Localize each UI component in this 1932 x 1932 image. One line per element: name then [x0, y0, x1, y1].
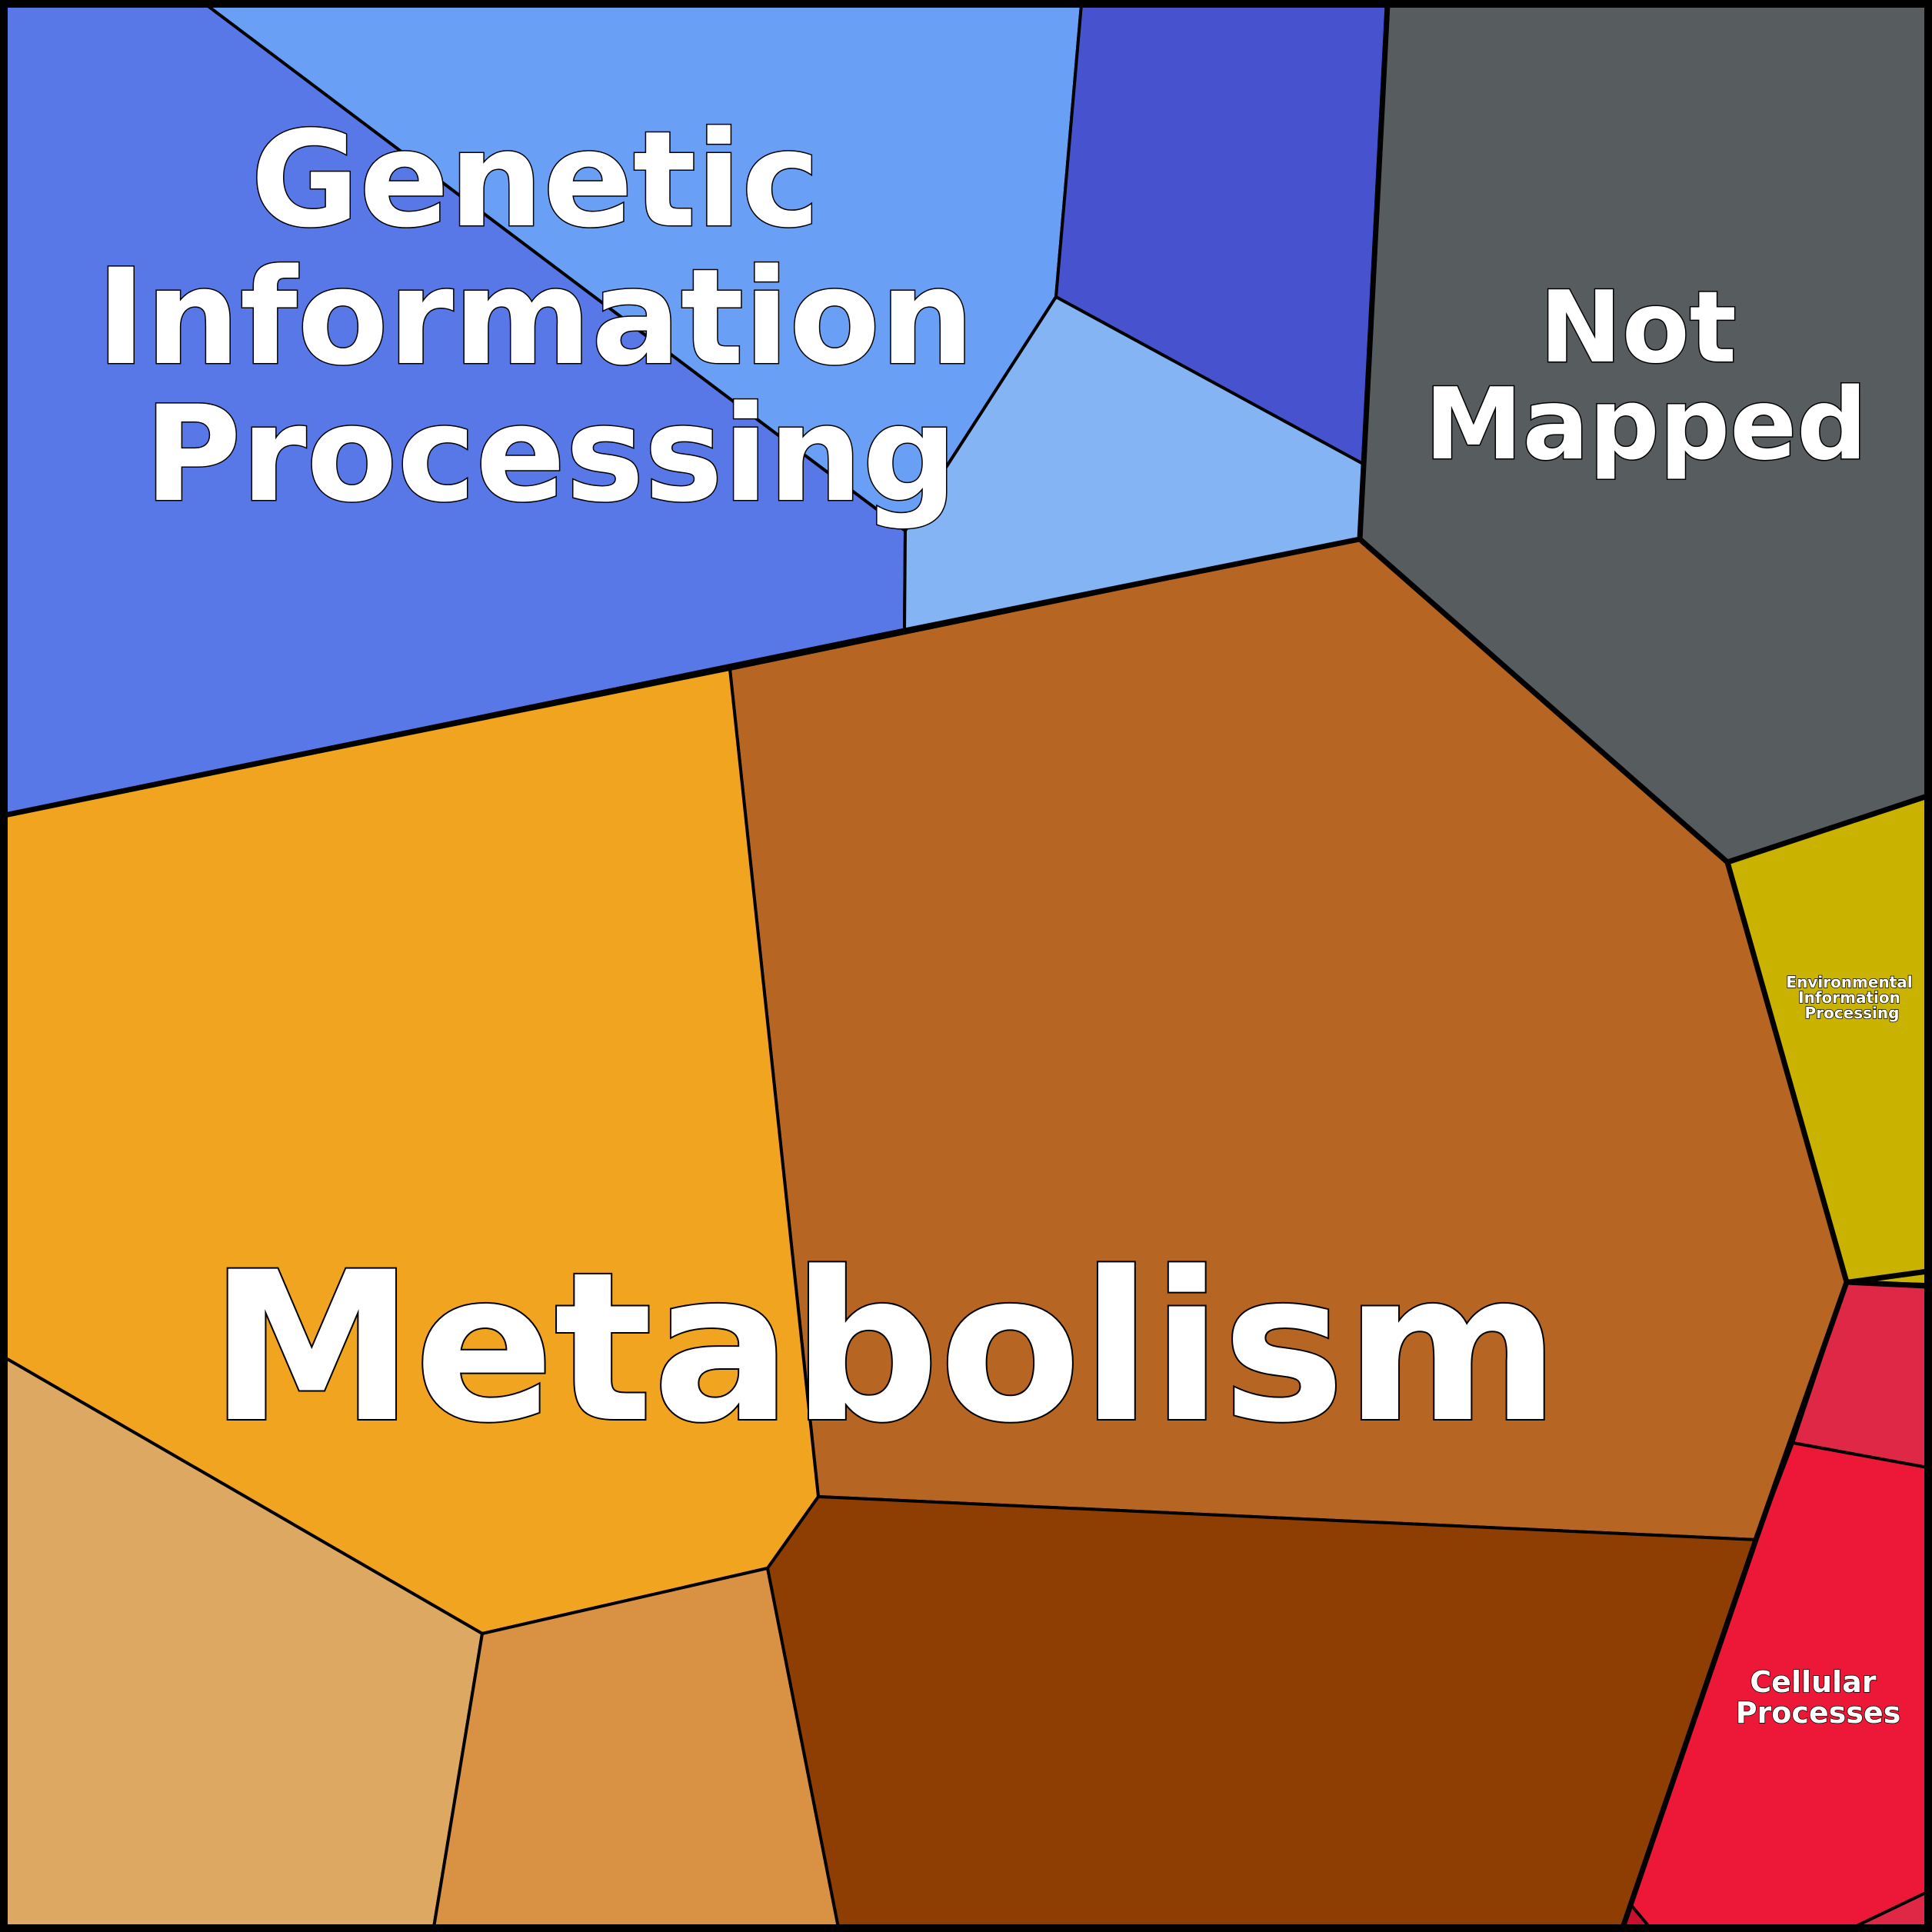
label-genetic: Genetic Information Processing [96, 102, 1020, 531]
label-cellular: Cellular Processes [1736, 1665, 1901, 1730]
metabolism-cell-5 [766, 1495, 1757, 1929]
label-not-mapped: Not Mapped [1424, 271, 1867, 482]
label-metabolism: Metabolism [209, 1228, 1560, 1468]
label-environmental: Environmental Information Processing [1786, 973, 1917, 1022]
category-labels: Genetic Information Processing Not Mappe… [95, 102, 1917, 1730]
treemap-cells [3, 3, 1929, 1929]
